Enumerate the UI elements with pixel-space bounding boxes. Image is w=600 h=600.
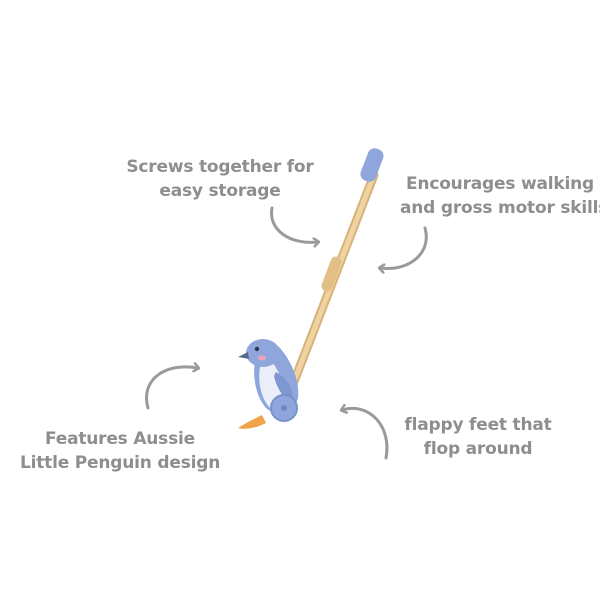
caption-line: and gross motor skills — [400, 198, 600, 218]
arrow-icon — [145, 367, 198, 410]
caption-line: Screws together for — [126, 157, 314, 177]
arrow-icon — [380, 226, 428, 269]
feature-caption-flappy-feet: flappy feet that flop around — [378, 413, 578, 461]
arrow-icon — [342, 408, 389, 460]
caption-line: flappy feet that — [404, 415, 552, 435]
feature-caption-motor-skills: Encourages walking and gross motor skill… — [400, 172, 600, 220]
arrow-icon — [270, 206, 318, 242]
caption-line: flop around — [423, 439, 533, 459]
penguin-push-toy — [238, 148, 384, 429]
caption-line: Features Aussie — [45, 429, 195, 449]
caption-line: easy storage — [159, 181, 281, 201]
feature-caption-penguin-design: Features Aussie Little Penguin design — [20, 427, 220, 475]
caption-line: Little Penguin design — [20, 453, 221, 473]
caption-line: Encourages walking — [406, 174, 594, 194]
feature-caption-storage: Screws together for easy storage — [120, 155, 320, 203]
